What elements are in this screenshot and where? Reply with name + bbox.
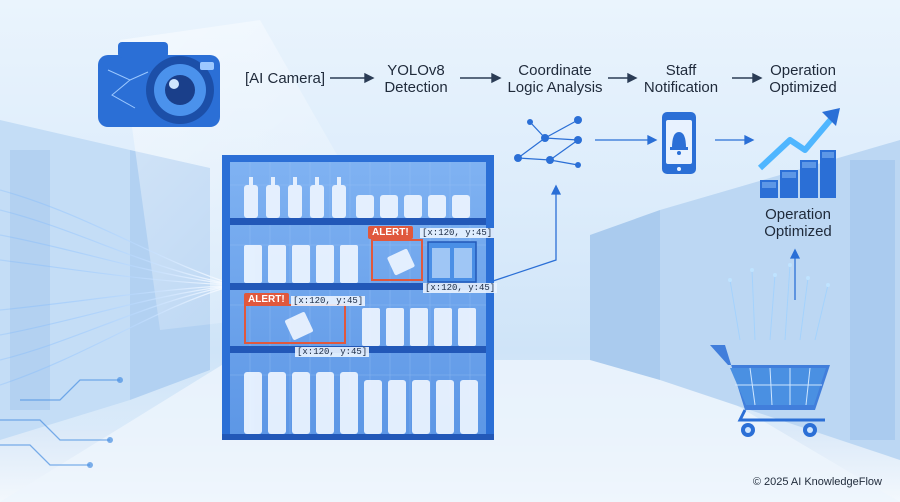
flow-step-ai-camera: [AI Camera]: [244, 70, 326, 87]
alert-badge-1: ALERT!: [368, 226, 413, 239]
coords-tag-3-top: [x:120, y:45]: [291, 296, 366, 306]
smartphone-bell-icon: [662, 112, 696, 174]
coords-tag-3-bottom: [x:120, y:45]: [295, 347, 370, 357]
detection-box-1: [371, 239, 423, 281]
coords-tag-1: [x:120, y:45]: [420, 228, 495, 238]
network-graph-icon: [514, 116, 582, 168]
growth-chart-icon: [757, 108, 840, 198]
coords-tag-2: [x:120, y:45]: [423, 283, 498, 293]
alert-badge-2: ALERT!: [244, 293, 289, 306]
camera-icon: [98, 42, 220, 127]
copyright-text: © 2025 AI KnowledgeFlow: [752, 476, 882, 488]
shopping-cart-icon: [710, 263, 830, 437]
